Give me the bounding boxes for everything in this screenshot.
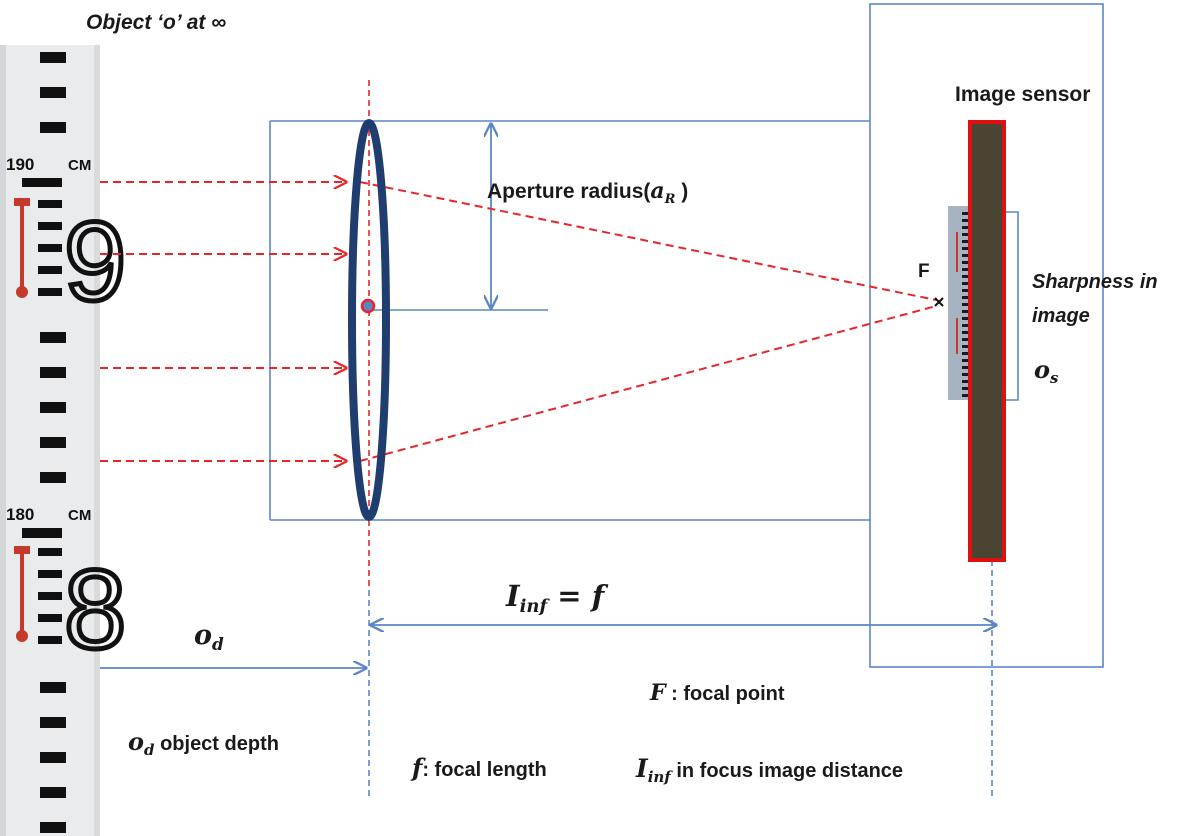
measuring-staff: 190 CM 9 180 CM 8 [0,45,129,836]
ruler-digit-180: 8 [64,547,126,672]
staff-tick [40,682,66,693]
sensor-image-tick [962,219,970,222]
staff-tick [40,437,66,448]
sharpness-label-line1: Sharpness in [1032,271,1158,293]
staff-tick [40,52,66,63]
legend-image-distance: Iinf in focus image distance [636,754,904,785]
sensor-image-tick [962,394,970,397]
sharpness-symbol-sub: s [1050,369,1059,388]
staff-tick [40,367,66,378]
legend-focal-point: F : focal point [650,682,785,704]
sensor-image-tick [962,331,970,334]
iinf-equation: = f [547,579,605,613]
sensor-image-tick [962,352,970,355]
sensor-image-tick [962,275,970,278]
staff-tick [40,332,66,343]
sensor-image-tick [962,303,970,306]
focal-point-cross [934,297,944,307]
legend-iinf-subscript: inf [647,768,671,787]
sensor-image-tick [962,380,970,383]
image-sensor-label: Image sensor [955,83,1091,106]
staff-tick [40,717,66,728]
sensor-image-tick [962,254,970,257]
staff-tick [40,122,66,133]
sensor-image-tick [962,359,970,362]
sensor-image-tick [962,261,970,264]
sensor-image-tick [962,310,970,313]
lens [348,119,390,521]
aperture-radius-text: Aperture radius( [487,180,651,203]
od-symbol: o [194,620,213,651]
sensor-image-tick [962,387,970,390]
legend-iinf-text: in focus image distance [670,760,904,782]
sharpness-symbol-o: o [1034,355,1051,384]
converging-ray-bottom [359,305,937,462]
sensor-image-tick [962,338,970,341]
sharpness-label-line2: image [1032,305,1090,327]
sensor-image-tick [962,366,970,369]
ruler-mark-180: 180 [6,505,34,524]
staff-tick [40,402,66,413]
image-distance-label: Iinf = f [506,579,605,616]
sensor-image-tick [962,296,970,299]
iinf-subscript: inf [519,596,548,618]
legend-F-text: : focal point [665,683,785,705]
incoming-rays [100,182,346,461]
staff-tick [40,822,66,833]
aperture-radius-label: Aperture radius(aR ) [487,178,689,206]
diagram-title: Object ‘o’ at ∞ [86,11,227,34]
sensor-image-tick [962,240,970,243]
staff-tick [40,752,66,763]
aperture-subscript: R [664,191,676,207]
lens-center-point [360,298,376,314]
legend-f-symbol: f [412,753,423,782]
sharpness-bracket [1006,211,1019,401]
sensor-image-tick [962,289,970,292]
sharpness-symbol: os [1034,355,1058,386]
staff-tick [40,87,66,98]
legend-od-symbol: o [128,727,145,756]
sensor-image-tick [962,268,970,271]
converging-rays [359,181,937,462]
converging-ray-top [359,181,937,301]
staff-tick [40,787,66,798]
ruler-digit-190: 9 [64,199,126,324]
object-depth-symbol: od [194,620,224,652]
sensor-image-tick [962,282,970,285]
staff-tick [40,472,66,483]
sensor-image-tick [962,233,970,236]
legend-object-depth: od object depth [128,727,279,758]
ruler-mark-190: 190 [6,155,34,174]
legend-F-symbol: F [650,680,666,706]
sensor-image-tick [962,317,970,320]
camera-body-box [869,3,1104,668]
aperture-close: ) [675,180,689,203]
sensor-image-tick [962,226,970,229]
legend-od-subscript: d [144,741,155,760]
iinf-symbol: I [506,579,520,613]
ruler-unit-190: CM [68,157,91,174]
sensor-image-tick [962,324,970,327]
ruler-unit-180: CM [68,507,91,524]
legend-focal-length: f: focal length [412,753,547,782]
legend-f-text: : focal length [422,759,547,781]
aperture-symbol: a [650,178,665,204]
legend-od-text: object depth [154,733,279,755]
image-sensor [968,120,1006,562]
sensor-image-tick [962,345,970,348]
od-subscript: d [212,633,224,654]
sensor-image-tick [962,212,970,215]
legend-iinf-symbol: I [636,754,648,783]
sensor-image-tick [962,247,970,250]
sensor-image-tick [962,373,970,376]
focal-point-label: F [918,261,930,282]
